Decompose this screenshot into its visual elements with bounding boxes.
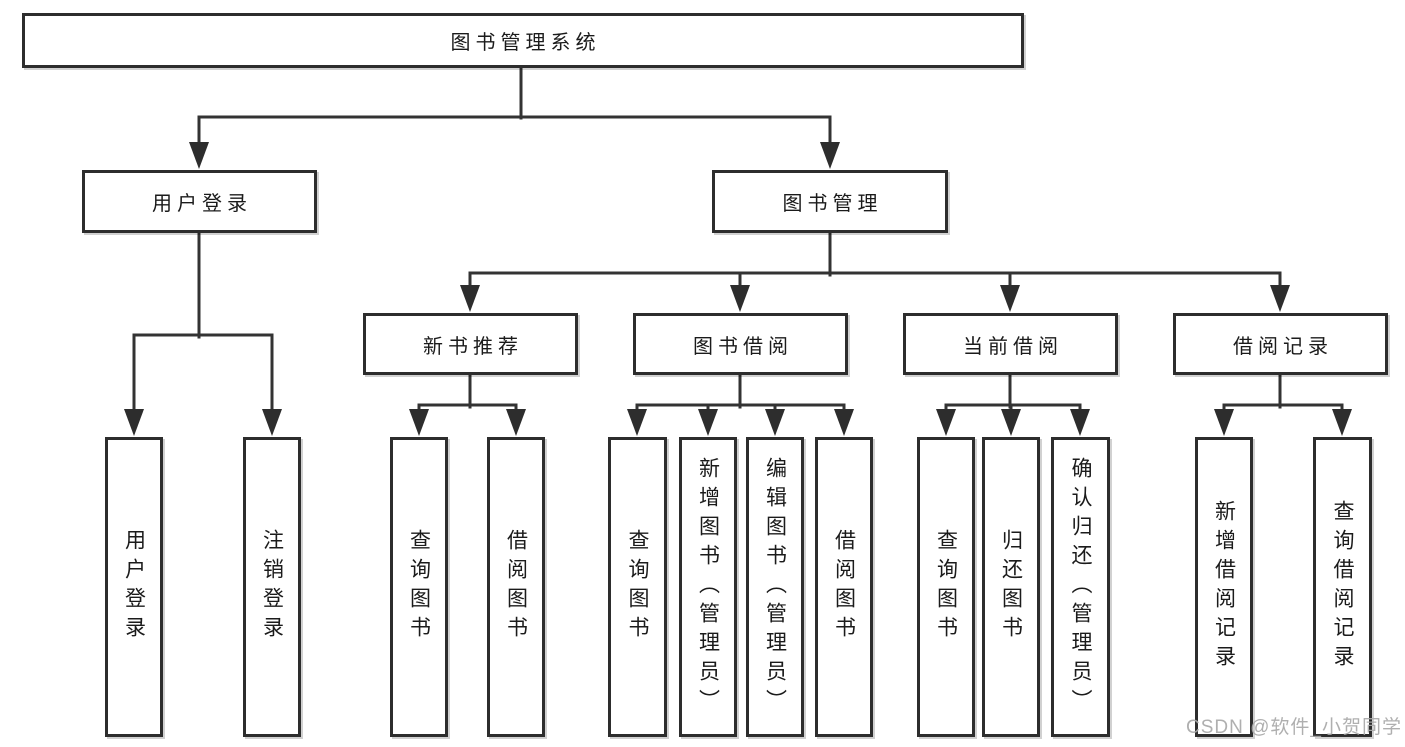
leaf-query-books-recommend: 查询图书 xyxy=(390,437,448,737)
leaf-borrow-books-borrow: 借阅图书 xyxy=(815,437,873,737)
node-library-system: 图书管理系统 xyxy=(22,13,1024,68)
leaf-query-books-borrow: 查询图书 xyxy=(608,437,667,737)
node-label: 归还图书 xyxy=(999,529,1023,645)
node-label: 查询图书 xyxy=(626,529,649,645)
node-label: 确认归还（管理员） xyxy=(1069,456,1092,718)
node-current-borrow: 当前借阅 xyxy=(903,313,1118,375)
node-label: 注销登录 xyxy=(260,529,284,645)
node-label: 查询图书 xyxy=(934,529,958,645)
node-book-borrow: 图书借阅 xyxy=(633,313,848,375)
leaf-add-book-admin: 新增图书（管理员） xyxy=(679,437,737,737)
watermark: CSDN @软件_小贺同学 xyxy=(1186,717,1402,738)
leaf-query-borrow-record: 查询借阅记录 xyxy=(1313,437,1372,737)
node-new-book-recommend: 新书推荐 xyxy=(363,313,578,375)
node-label: 图书借阅 xyxy=(693,335,793,358)
node-label: 图书管理 xyxy=(782,193,883,215)
node-label: 借阅记录 xyxy=(1233,335,1333,358)
leaf-logout: 注销登录 xyxy=(243,437,301,737)
node-label: 当前借阅 xyxy=(963,335,1063,358)
node-label: 用户登录 xyxy=(122,529,146,645)
leaf-edit-book-admin: 编辑图书（管理员） xyxy=(746,437,804,737)
leaf-confirm-return-admin: 确认归还（管理员） xyxy=(1051,437,1110,737)
leaf-add-borrow-record: 新增借阅记录 xyxy=(1195,437,1253,737)
node-book-management: 图书管理 xyxy=(712,170,948,233)
node-label: 图书管理系统 xyxy=(450,32,601,54)
node-label: 查询图书 xyxy=(407,529,431,645)
leaf-borrow-books-recommend: 借阅图书 xyxy=(487,437,545,737)
node-borrow-records: 借阅记录 xyxy=(1173,313,1388,375)
node-label: 借阅图书 xyxy=(504,529,528,645)
leaf-query-books-current: 查询图书 xyxy=(917,437,975,737)
node-label: 查询借阅记录 xyxy=(1331,500,1354,674)
node-label: 借阅图书 xyxy=(832,529,856,645)
node-label: 编辑图书（管理员） xyxy=(763,456,787,718)
leaf-return-books: 归还图书 xyxy=(982,437,1040,737)
node-user-login: 用户登录 xyxy=(82,170,317,233)
node-label: 新增图书（管理员） xyxy=(696,456,720,718)
arrowhead-icons xyxy=(124,142,1352,436)
node-label: 新增借阅记录 xyxy=(1212,500,1236,674)
node-label: 用户登录 xyxy=(152,193,252,215)
leaf-user-login: 用户登录 xyxy=(105,437,163,737)
node-label: 新书推荐 xyxy=(423,335,523,358)
